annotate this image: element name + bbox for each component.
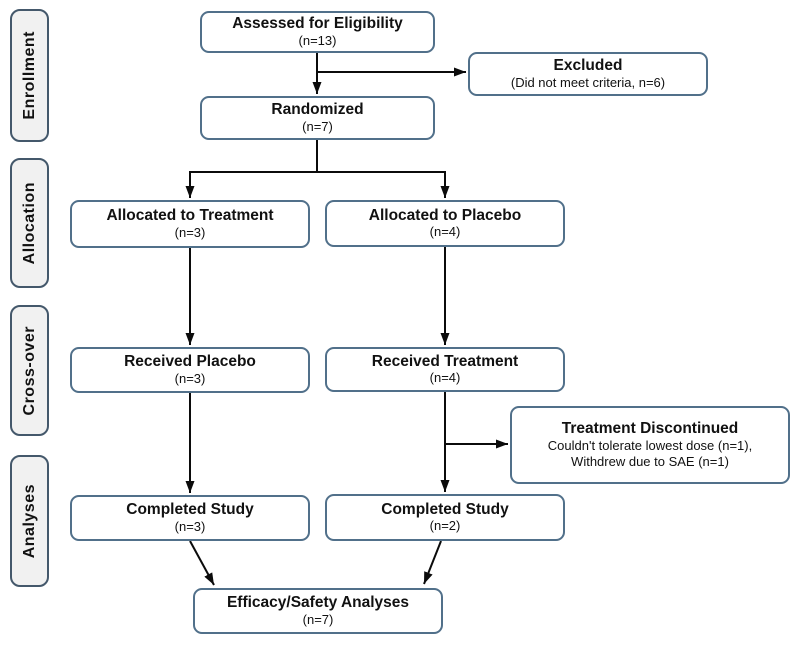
node-count: (n=7) [302, 118, 333, 134]
node-completed-study-treatment-arm: Completed Study (n=2) [325, 494, 565, 541]
node-title: Completed Study [126, 501, 254, 519]
node-count: (n=3) [174, 518, 206, 534]
node-received-placebo: Received Placebo (n=3) [70, 347, 310, 393]
node-count: (n=13) [298, 32, 337, 48]
node-title: Received Treatment [371, 352, 519, 370]
node-count: (n=4) [429, 224, 461, 240]
node-title: Allocated to Treatment [106, 207, 274, 225]
section-label-text: Analyses [20, 483, 38, 559]
section-label-text: Cross-over [20, 325, 38, 416]
section-label-crossover: Cross-over [10, 305, 49, 436]
section-label-text: Allocation [20, 181, 38, 265]
node-title: Treatment Discontinued [561, 420, 739, 438]
node-count: (n=3) [174, 224, 206, 240]
node-treatment-discontinued: Treatment Discontinued Couldn't tolerate… [510, 406, 790, 484]
node-reasons: Couldn't tolerate lowest dose (n=1), Wit… [547, 438, 753, 469]
node-title: Randomized [271, 101, 364, 119]
node-title: Completed Study [381, 500, 509, 518]
section-label-text: Enrollment [20, 31, 38, 120]
node-title: Assessed for Eligibility [232, 15, 403, 33]
node-assessed-for-eligibility: Assessed for Eligibility (n=13) [200, 11, 435, 53]
node-title: Excluded [553, 57, 623, 75]
node-received-treatment: Received Treatment (n=4) [325, 347, 565, 392]
section-label-analyses: Analyses [10, 455, 49, 587]
node-allocated-to-placebo: Allocated to Placebo (n=4) [325, 200, 565, 247]
node-efficacy-safety-analyses: Efficacy/Safety Analyses (n=7) [193, 588, 443, 634]
node-title: Efficacy/Safety Analyses [226, 594, 410, 612]
node-title: Allocated to Placebo [368, 206, 522, 224]
node-excluded: Excluded (Did not meet criteria, n=6) [468, 52, 708, 96]
arrow-completed-left-to-analyses [189, 540, 215, 586]
node-completed-study-placebo-arm: Completed Study (n=3) [70, 495, 310, 541]
node-count: (n=7) [302, 611, 334, 627]
node-title: Received Placebo [124, 353, 256, 371]
node-count: (n=3) [174, 370, 206, 386]
node-count: (n=2) [429, 518, 461, 534]
node-count: (n=4) [429, 370, 461, 386]
section-label-enrollment: Enrollment [10, 9, 49, 142]
node-count: (Did not meet criteria, n=6) [510, 74, 666, 90]
node-randomized: Randomized (n=7) [200, 96, 435, 140]
section-label-allocation: Allocation [10, 158, 49, 288]
arrow-completed-right-to-analyses [423, 540, 442, 585]
node-allocated-to-treatment: Allocated to Treatment (n=3) [70, 200, 310, 248]
